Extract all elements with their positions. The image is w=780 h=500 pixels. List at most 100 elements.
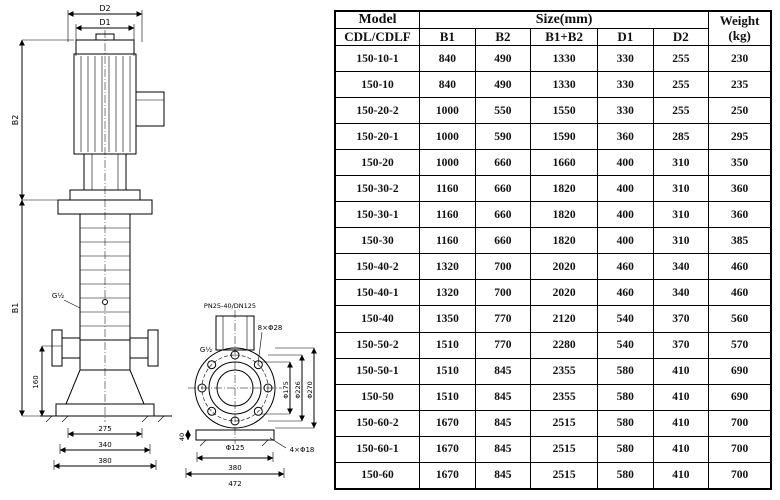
value-cell: 1320 (419, 279, 476, 307)
value-cell: 1670 (419, 435, 476, 463)
value-cell: 360 (596, 123, 654, 151)
value-cell: 1350 (419, 305, 476, 333)
value-cell: 235 (708, 71, 772, 99)
model-cell: 150-20-2 (334, 97, 421, 125)
value-cell: 540 (596, 305, 654, 333)
value-cell: 340 (652, 253, 710, 281)
value-cell: 490 (474, 44, 532, 73)
dim-label-phi226: Φ226 (294, 381, 302, 399)
model-cell: 150-30-2 (334, 175, 421, 203)
value-cell: 2515 (530, 409, 598, 437)
value-cell: 700 (474, 279, 532, 307)
value-cell: 580 (596, 461, 654, 490)
value-cell: 690 (708, 383, 772, 411)
model-cell: 150-30 (334, 227, 421, 255)
value-cell: 1320 (419, 253, 476, 281)
value-cell: 385 (708, 227, 772, 255)
value-cell: 1160 (419, 227, 476, 255)
value-cell: 460 (708, 279, 772, 307)
value-cell: 845 (474, 383, 532, 411)
col-header-b1: B1 (419, 28, 476, 46)
dim-label-d2: D2 (99, 4, 110, 13)
value-cell: 2020 (530, 253, 598, 281)
value-cell: 580 (596, 383, 654, 411)
drawing-labels: D2 D1 B2 B1 160 G½ 275 340 380 PN25-40/D… (11, 4, 314, 488)
value-cell: 570 (708, 331, 772, 359)
model-cell: 150-40 (334, 305, 421, 333)
value-cell: 255 (652, 71, 710, 99)
value-cell: 330 (596, 71, 654, 99)
value-cell: 370 (652, 305, 710, 333)
dim-label-b2: B2 (11, 115, 20, 126)
value-cell: 770 (474, 331, 532, 359)
port-label-g12-b: G½ (200, 346, 212, 354)
value-cell: 250 (708, 97, 772, 125)
value-cell: 660 (474, 149, 532, 177)
value-cell: 1820 (530, 175, 598, 203)
value-cell: 1510 (419, 357, 476, 385)
value-cell: 460 (708, 253, 772, 281)
value-cell: 1160 (419, 175, 476, 203)
dim-label-160: 160 (32, 375, 40, 388)
value-cell: 580 (596, 357, 654, 385)
value-cell: 845 (474, 461, 532, 490)
dim-label-380: 380 (98, 457, 111, 465)
model-cell: 150-50-1 (334, 357, 421, 385)
value-cell: 2355 (530, 383, 598, 411)
header-row-1: Model Size(mm) Weight (kg) (334, 10, 772, 46)
value-cell: 845 (474, 409, 532, 437)
value-cell: 410 (652, 435, 710, 463)
model-cell: 150-40-2 (334, 253, 421, 281)
dim-label-472: 472 (228, 480, 241, 488)
value-cell: 2280 (530, 331, 598, 359)
value-cell: 1660 (530, 149, 598, 177)
col-header-d2: D2 (652, 28, 710, 46)
value-cell: 400 (596, 201, 654, 229)
dim-label-40: 40 (178, 433, 186, 441)
value-cell: 580 (596, 409, 654, 437)
model-cell: 150-20 (334, 149, 421, 177)
value-cell: 410 (652, 461, 710, 490)
value-cell: 660 (474, 175, 532, 203)
value-cell: 845 (474, 435, 532, 463)
model-cell: 150-50-2 (334, 331, 421, 359)
value-cell: 255 (652, 97, 710, 125)
pump-flange-view (185, 310, 317, 478)
dim-label-340: 340 (98, 441, 111, 449)
dim-label-phi175: Φ175 (282, 381, 290, 399)
bolt-label-4x18: 4×Φ18 (290, 446, 315, 454)
value-cell: 1000 (419, 149, 476, 177)
flange-spec-label: PN25-40/DN125 (204, 302, 256, 310)
model-cell: 150-10-1 (334, 44, 421, 73)
header-row-2: CDL/CDLF B1 B2 B1+B2 D1 D2 (334, 28, 771, 46)
value-cell: 1550 (530, 97, 598, 125)
col-header-b1b2: B1+B2 (530, 28, 598, 46)
col-header-series: CDL/CDLF (334, 28, 421, 46)
value-cell: 310 (652, 149, 710, 177)
dim-label-phi125: Φ125 (226, 444, 245, 452)
value-cell: 845 (474, 357, 532, 385)
value-cell: 310 (652, 227, 710, 255)
value-cell: 330 (596, 97, 654, 125)
value-cell: 1000 (419, 97, 476, 125)
pump-drawing-panel: D2 D1 B2 B1 160 G½ 275 340 380 PN25-40/D… (0, 0, 332, 500)
value-cell: 295 (708, 123, 772, 151)
model-cell: 150-50 (334, 383, 421, 411)
model-cell: 150-30-1 (334, 201, 421, 229)
value-cell: 400 (596, 149, 654, 177)
value-cell: 230 (708, 44, 772, 73)
